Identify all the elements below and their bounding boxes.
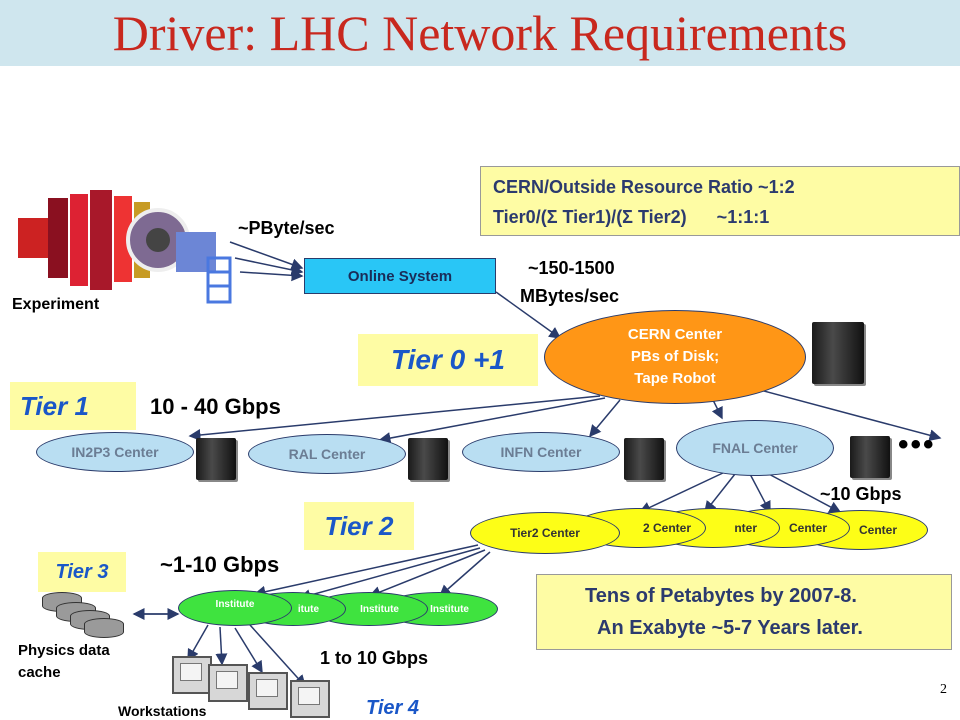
slide-number: 2 [940, 682, 947, 697]
tier2-center-main: Tier2 Center [470, 512, 620, 554]
tier1-center-ral: RAL Center [248, 434, 406, 474]
cern-server-icon [812, 322, 864, 384]
title-bar [0, 0, 960, 66]
tier3-label: Tier 3 [38, 552, 126, 592]
mbytes-label-2: MBytes/sec [520, 286, 620, 306]
tier1-center-in2p3: IN2P3 Center [36, 432, 194, 472]
cern-center-line3: Tape Robot [634, 370, 716, 387]
cern-center-line1: CERN Center [627, 326, 723, 343]
fnal-server-icon [850, 436, 890, 478]
tier1-center-fnal: FNAL Center [676, 420, 834, 476]
tier2-label: Tier 2 [304, 502, 414, 550]
detector-image [18, 190, 232, 304]
workstations-label: Workstations [118, 703, 207, 719]
resource-ratio-box: CERN/Outside Resource Ratio ~1:2 Tier0/(… [480, 166, 960, 236]
tier4-label: Tier 4 [366, 697, 419, 719]
gbps-tier1-label: 10 - 40 Gbps [150, 394, 281, 419]
gbps-tier3-label: ~1-10 Gbps [160, 552, 280, 577]
tier1-center-infn: INFN Center [462, 432, 620, 472]
exabyte-line2: An Exabyte ~5-7 Years later. [597, 617, 863, 639]
institute-node-main: Institute [178, 590, 292, 626]
tier01-label: Tier 0 +1 [358, 334, 538, 386]
experiment-label: Experiment [12, 296, 100, 313]
workstation-icon [208, 664, 248, 702]
online-system-box: Online System [304, 258, 496, 294]
resource-ratio-line1: CERN/Outside Resource Ratio ~1:2 [493, 177, 795, 197]
page-title: Driver: LHC Network Requirements [112, 5, 848, 61]
cern-center-line2: PBs of Disk; [630, 348, 720, 365]
exabyte-box: Tens of Petabytes by 2007-8. An Exabyte … [536, 574, 952, 650]
more-centers-ellipsis: ••• [898, 428, 936, 461]
cern-center: CERN Center PBs of Disk; Tape Robot [544, 310, 806, 404]
gbps-tier4-label: 1 to 10 Gbps [320, 648, 429, 668]
ral-server-icon [408, 438, 448, 480]
mbytes-label-1: ~150-1500 [528, 258, 615, 278]
workstation-icon [172, 656, 212, 694]
workstation-icon [248, 672, 288, 710]
infn-server-icon [624, 438, 664, 480]
tier1-label: Tier 1 [10, 382, 136, 430]
workstation-icon [290, 680, 330, 718]
pbyte-label: ~PByte/sec [238, 218, 335, 238]
resource-ratio-line2: Tier0/(Σ Tier1)/(Σ Tier2) ~1:1:1 [493, 207, 770, 227]
in2p3-server-icon [196, 438, 236, 480]
gbps-tier2-label: ~10 Gbps [820, 484, 902, 504]
cache-disk-icon [84, 618, 124, 638]
exabyte-line1: Tens of Petabytes by 2007-8. [585, 585, 857, 607]
physics-cache-label: Physics data cache [18, 642, 110, 681]
